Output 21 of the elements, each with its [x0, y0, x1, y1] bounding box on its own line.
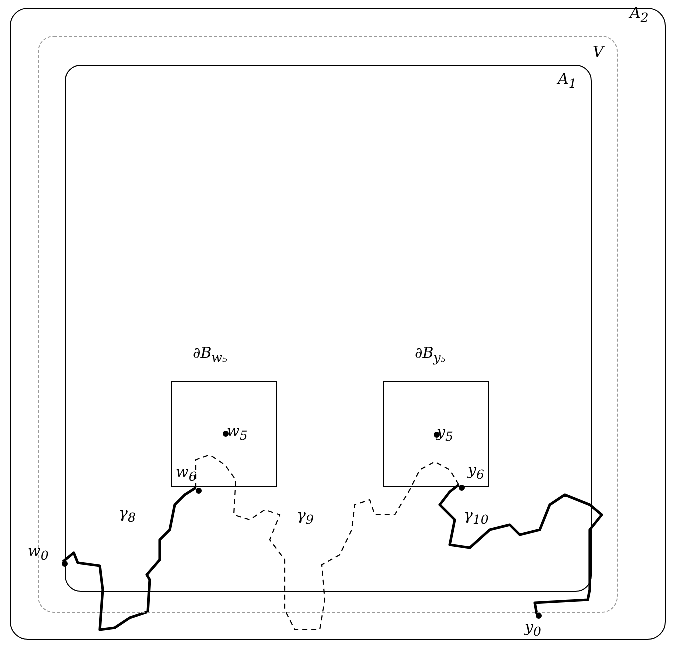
curve-path	[62, 486, 197, 632]
region-label: V	[593, 45, 604, 60]
point-label: w$_{6}$	[176, 465, 197, 484]
region-boundary	[65, 65, 592, 592]
curve-path	[438, 484, 604, 614]
curve-path	[195, 454, 460, 631]
boundary-label: ∂B$_{w₅}$	[193, 346, 228, 364]
boundary-label: ∂B$_{y₅}$	[415, 346, 446, 364]
region-label: A$_{1}$	[558, 72, 577, 90]
point-label: y$_{0}$	[525, 620, 542, 638]
square-boundary	[383, 381, 489, 487]
point-label: y$_{5}$	[437, 425, 454, 444]
point-label: y$_{6}$	[468, 463, 484, 482]
point-dot	[536, 613, 542, 619]
point-label: w$_{5}$	[227, 424, 248, 442]
point-label: w$_{0}$	[28, 544, 49, 562]
point-dot	[196, 488, 202, 494]
point-dot	[223, 431, 229, 437]
point-dot	[62, 561, 68, 567]
square-boundary	[171, 381, 277, 487]
point-dot	[459, 485, 465, 491]
